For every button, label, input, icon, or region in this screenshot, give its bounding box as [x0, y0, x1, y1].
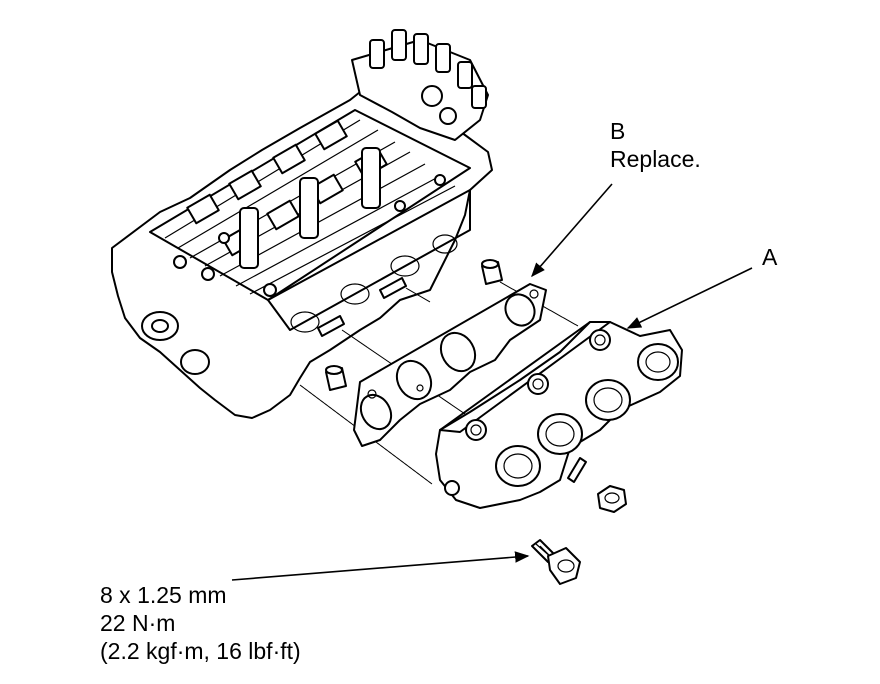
rocker-arms	[186, 119, 388, 269]
label-part-b-letter: B	[610, 118, 626, 144]
label-bolt-size: 8 x 1.25 mm	[100, 582, 227, 608]
intake-manifold-gasket	[353, 283, 547, 447]
flange-bolt	[531, 539, 581, 585]
flange-nut	[597, 485, 627, 513]
intake-manifold	[435, 321, 683, 509]
camshaft-end	[141, 311, 210, 375]
distributor-housing	[351, 29, 489, 141]
cylinder-head	[111, 29, 493, 419]
label-torque-nm: 22 N·m	[100, 610, 176, 636]
leader-bolt	[231, 551, 530, 581]
label-part-b-note: Replace.	[610, 146, 701, 172]
dowel-pins	[325, 259, 503, 391]
leader-b	[531, 183, 613, 278]
leader-a	[626, 267, 753, 329]
label-part-a: A	[762, 244, 778, 270]
label-torque-alt: (2.2 kgf·m, 16 lbf·ft)	[100, 638, 301, 664]
leader-lines	[231, 183, 753, 581]
studs	[317, 277, 407, 337]
